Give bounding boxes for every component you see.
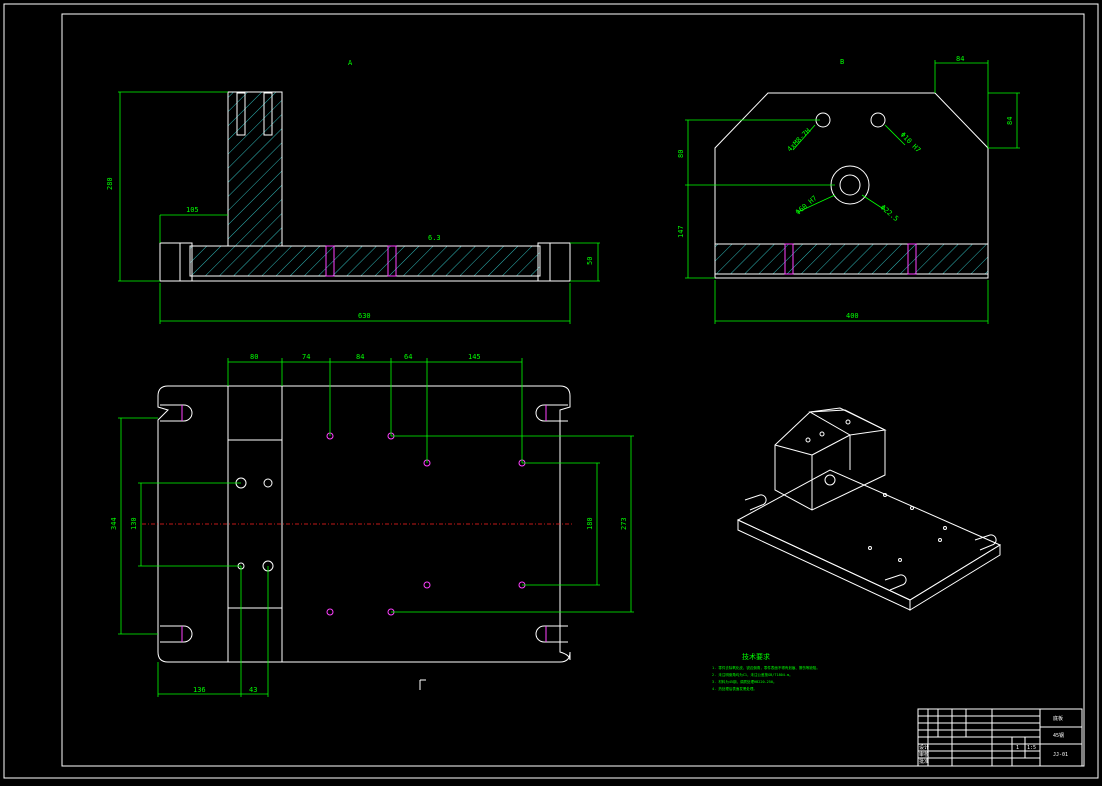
isometric-view: [736, 407, 1002, 611]
notes-line-1: 1. 零件去除氧化皮，锐边倒角，零件表面不得有划痕、擦伤等缺陷。: [712, 665, 820, 670]
tb-drawing-no: JJ-01: [1053, 752, 1068, 758]
front-dim-height: 280: [106, 177, 114, 190]
top-dim-h3: 180: [586, 517, 594, 530]
front-upright: [227, 91, 283, 247]
tb-material: 45钢: [1053, 732, 1064, 739]
side-hole-2: [907, 243, 917, 275]
side-big-hole-outer: [830, 165, 870, 205]
notes-line-4: 4. 热处理后表面发黑处理。: [712, 686, 757, 691]
tb-part-name: 底板: [1053, 715, 1063, 722]
slot-br: [535, 625, 568, 643]
side-dim-width: 400: [846, 312, 859, 320]
front-view: A 280 105 50 630 6.3: [106, 59, 600, 324]
top-dim-h2: 130: [130, 517, 138, 530]
notes-line-3: 3. 材料为45钢，调质处理HB220-250。: [712, 679, 777, 684]
slot-bl: [160, 625, 193, 643]
side-callout-1: 4xM8-7H: [786, 127, 813, 154]
upright-slot-2: [263, 92, 273, 136]
front-dim-width: 630: [358, 312, 371, 320]
top-dim-h1: 344: [110, 517, 118, 530]
inner-border: [61, 13, 1085, 767]
tb-sheet: 1: [1016, 745, 1019, 751]
tb-designer: 设计: [919, 744, 929, 751]
front-roughness: 6.3: [428, 234, 441, 242]
front-left-lug: [159, 242, 193, 282]
side-callout-3: Φ60 H7: [794, 194, 819, 216]
side-dim-chamfer-w: 84: [956, 55, 964, 63]
side-view-label: B: [840, 58, 844, 66]
top-dim-b1: 136: [193, 686, 206, 694]
top-view: 80 74 84 64 145 344 130 180 273 136 43: [110, 353, 634, 697]
side-hole-1: [784, 243, 794, 275]
base-hole-2: [387, 245, 397, 277]
side-small-hole-2: [870, 112, 886, 128]
technical-notes: 技术要求 1. 零件去除氧化皮，锐边倒角，零件表面不得有划痕、擦伤等缺陷。 2.…: [712, 652, 820, 691]
front-view-label: A: [348, 59, 353, 67]
upright-slot-1: [236, 92, 246, 136]
notes-line-2: 2. 未注明倒角均为C1，未注公差按GB/T1804-m。: [712, 672, 793, 677]
side-view: B 4xM8-7H Φ10 H7 Φ60 H7 Φ22.5 84 84 80 1…: [677, 55, 1020, 324]
side-callout-4: Φ22.5: [879, 203, 900, 223]
side-base-section: [714, 243, 989, 275]
side-big-hole-inner: [839, 174, 861, 196]
slot-tr: [535, 404, 568, 422]
side-dim-total-h: 147: [677, 225, 685, 238]
top-dim-d2: 74: [302, 353, 310, 361]
tb-scale: 1:5: [1027, 745, 1036, 751]
base-hole-1: [325, 245, 335, 277]
front-right-lug: [537, 242, 571, 282]
top-outline: [157, 385, 571, 663]
notes-title: 技术要求: [742, 652, 770, 661]
title-block: 底板 45钢 JJ-01 1:5 1 设计 审核 批准: [917, 708, 1083, 767]
front-base: [189, 245, 541, 277]
tb-checker: 审核: [919, 751, 929, 758]
top-dim-d4: 64: [404, 353, 412, 361]
slot-tl: [160, 404, 193, 422]
side-dim-chamfer-h: 84: [1006, 117, 1014, 125]
top-dim-b2: 43: [249, 686, 257, 694]
top-dim-d5: 145: [468, 353, 481, 361]
top-dim-d1: 80: [250, 353, 258, 361]
tb-approver: 批准: [919, 758, 929, 765]
side-dim-upper-h: 80: [677, 150, 685, 158]
front-dim-base: 50: [586, 257, 594, 265]
outer-border: [3, 3, 1099, 779]
top-upright: [227, 385, 283, 663]
top-dim-h4: 273: [620, 517, 628, 530]
front-dim-offset: 105: [186, 206, 199, 214]
top-dim-d3: 84: [356, 353, 364, 361]
